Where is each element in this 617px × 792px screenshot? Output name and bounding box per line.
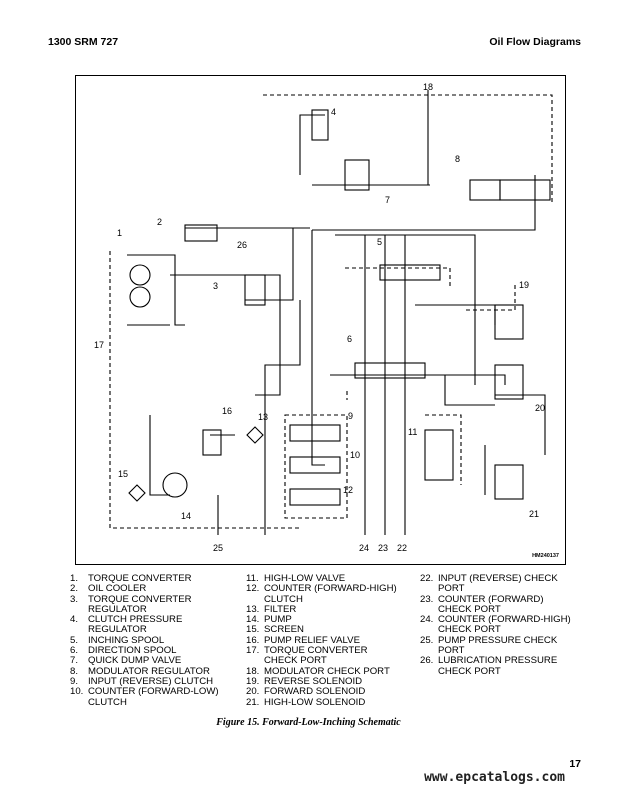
callout-26: 26 (237, 240, 247, 250)
legend-column-2: 11.HIGH-LOW VALVE 12.COUNTER (FORWARD-HI… (246, 573, 416, 708)
relief-valve-symbol (202, 429, 222, 456)
reverse-clutch-symbol (289, 424, 341, 442)
oil-cooler-symbol (184, 224, 218, 242)
forward-low-clutch-symbol (289, 456, 341, 474)
legend-item: 8.MODULATOR REGULATOR (70, 665, 210, 677)
forward-high-clutch-symbol (289, 488, 341, 506)
callout-7: 7 (385, 195, 390, 205)
dashed-pilot-line (263, 94, 553, 205)
dashed-inching-line (345, 267, 451, 287)
torque-converter-upper (129, 264, 151, 286)
callout-17: 17 (94, 340, 104, 350)
torque-converter-lower (129, 286, 151, 308)
header-section: Oil Flow Diagrams (489, 36, 581, 48)
legend-item: 13.FILTER (246, 603, 297, 615)
callout-20: 20 (535, 403, 545, 413)
legend-item: 12.COUNTER (FORWARD-HIGH) CLUTCH (246, 583, 397, 605)
legend-item: 24.COUNTER (FORWARD-HIGH) CHECK PORT (420, 614, 571, 636)
callout-1: 1 (117, 228, 122, 238)
filter-symbol (246, 426, 264, 444)
hydraulic-schematic: 1 2 3 4 5 6 7 8 9 10 11 12 13 14 15 16 1… (94, 82, 553, 553)
legend-item: 15.SCREEN (246, 624, 304, 636)
watermark: www.epcatalogs.com (424, 770, 565, 785)
callout-5: 5 (377, 237, 382, 247)
callout-14: 14 (181, 511, 191, 521)
legend-item: 20.FORWARD SOLENOID (246, 686, 366, 698)
callout-22: 22 (397, 543, 407, 553)
legend-item: 7.QUICK DUMP VALVE (70, 655, 182, 667)
legend-item: 9.INPUT (REVERSE) CLUTCH (70, 675, 214, 687)
legend-item: 5.INCHING SPOOL (70, 634, 165, 646)
high-low-solenoid-symbol (494, 464, 524, 500)
callout-25: 25 (213, 543, 223, 553)
callout-8: 8 (455, 154, 460, 164)
legend-item: 4.CLUTCH PRESSURE REGULATOR (70, 614, 183, 636)
dashed-drain-line (109, 251, 300, 529)
quick-dump-symbol (344, 159, 370, 191)
modulator-regulator-symbol (469, 179, 501, 201)
modulator-spool-symbol (499, 179, 551, 201)
legend-column-1: 1.TORQUE CONVERTER 2.OIL COOLER 3.TORQUE… (70, 573, 235, 708)
legend-item: 22.INPUT (REVERSE) CHECK PORT (420, 573, 558, 595)
callout-24: 24 (359, 543, 369, 553)
legend-item: 14.PUMP (246, 614, 292, 626)
legend-item: 1.TORQUE CONVERTER (70, 573, 192, 584)
legend-item: 25.PUMP PRESSURE CHECK PORT (420, 634, 558, 657)
callout-19: 19 (519, 280, 529, 290)
diagram-code: HM240137 (532, 553, 559, 559)
legend-item: 19.REVERSE SOLENOID (246, 675, 363, 687)
legend-item: 11.HIGH-LOW VALVE (246, 573, 346, 584)
legend-item: 2.OIL COOLER (70, 583, 147, 595)
callout-10: 10 (350, 450, 360, 460)
dashed-clutch-box (284, 414, 348, 519)
callout-23: 23 (378, 543, 388, 553)
legend-item: 16.PUMP RELIEF VALVE (246, 634, 360, 646)
callout-13: 13 (258, 412, 268, 422)
header-title: 1300 SRM 727 (48, 36, 119, 48)
screen-symbol (128, 484, 146, 502)
legend-item: 10.COUNTER (FORWARD-LOW) CLUTCH (70, 686, 219, 708)
tc-regulator-symbol (244, 274, 266, 306)
forward-solenoid-symbol (494, 364, 524, 400)
legend-item: 26.LUBRICATION PRESSURE CHECK PORT (420, 655, 558, 677)
figure-caption: Figure 15. Forward-Low-Inching Schematic (216, 717, 401, 728)
direction-spool-symbol (354, 362, 426, 379)
callout-16: 16 (222, 406, 232, 416)
legend-item: 18.MODULATOR CHECK PORT (246, 665, 390, 677)
callout-3: 3 (213, 281, 218, 291)
reverse-solenoid-symbol (494, 304, 524, 340)
callout-4: 4 (331, 107, 336, 117)
page-number: 17 (569, 758, 581, 770)
legend-item: 21.HIGH-LOW SOLENOID (246, 696, 366, 708)
callout-6: 6 (347, 334, 352, 344)
high-low-valve-symbol (424, 429, 454, 481)
callout-18: 18 (423, 82, 433, 92)
legend-item: 17.TORQUE CONVERTER CHECK PORT (246, 645, 368, 667)
inching-spool-symbol (379, 264, 441, 281)
legend-item: 3.TORQUE CONVERTER REGULATOR (70, 593, 192, 615)
callout-11: 11 (408, 427, 417, 437)
callout-9: 9 (348, 411, 353, 421)
callout-2: 2 (157, 217, 162, 227)
callout-21: 21 (529, 509, 539, 519)
callout-12: 12 (343, 485, 353, 495)
legend-item: 23.COUNTER (FORWARD) CHECK PORT (420, 593, 544, 615)
diagram-frame (75, 75, 566, 565)
legend-item: 6.DIRECTION SPOOL (70, 645, 177, 657)
legend-column-3: 22.INPUT (REVERSE) CHECK PORT 23.COUNTER… (420, 573, 580, 677)
callout-15: 15 (118, 469, 128, 479)
diagram-callouts: 1 2 3 4 5 6 7 8 9 10 11 12 13 14 15 16 1… (94, 82, 545, 553)
pump-symbol (162, 472, 188, 498)
clutch-regulator-symbol (311, 109, 329, 141)
